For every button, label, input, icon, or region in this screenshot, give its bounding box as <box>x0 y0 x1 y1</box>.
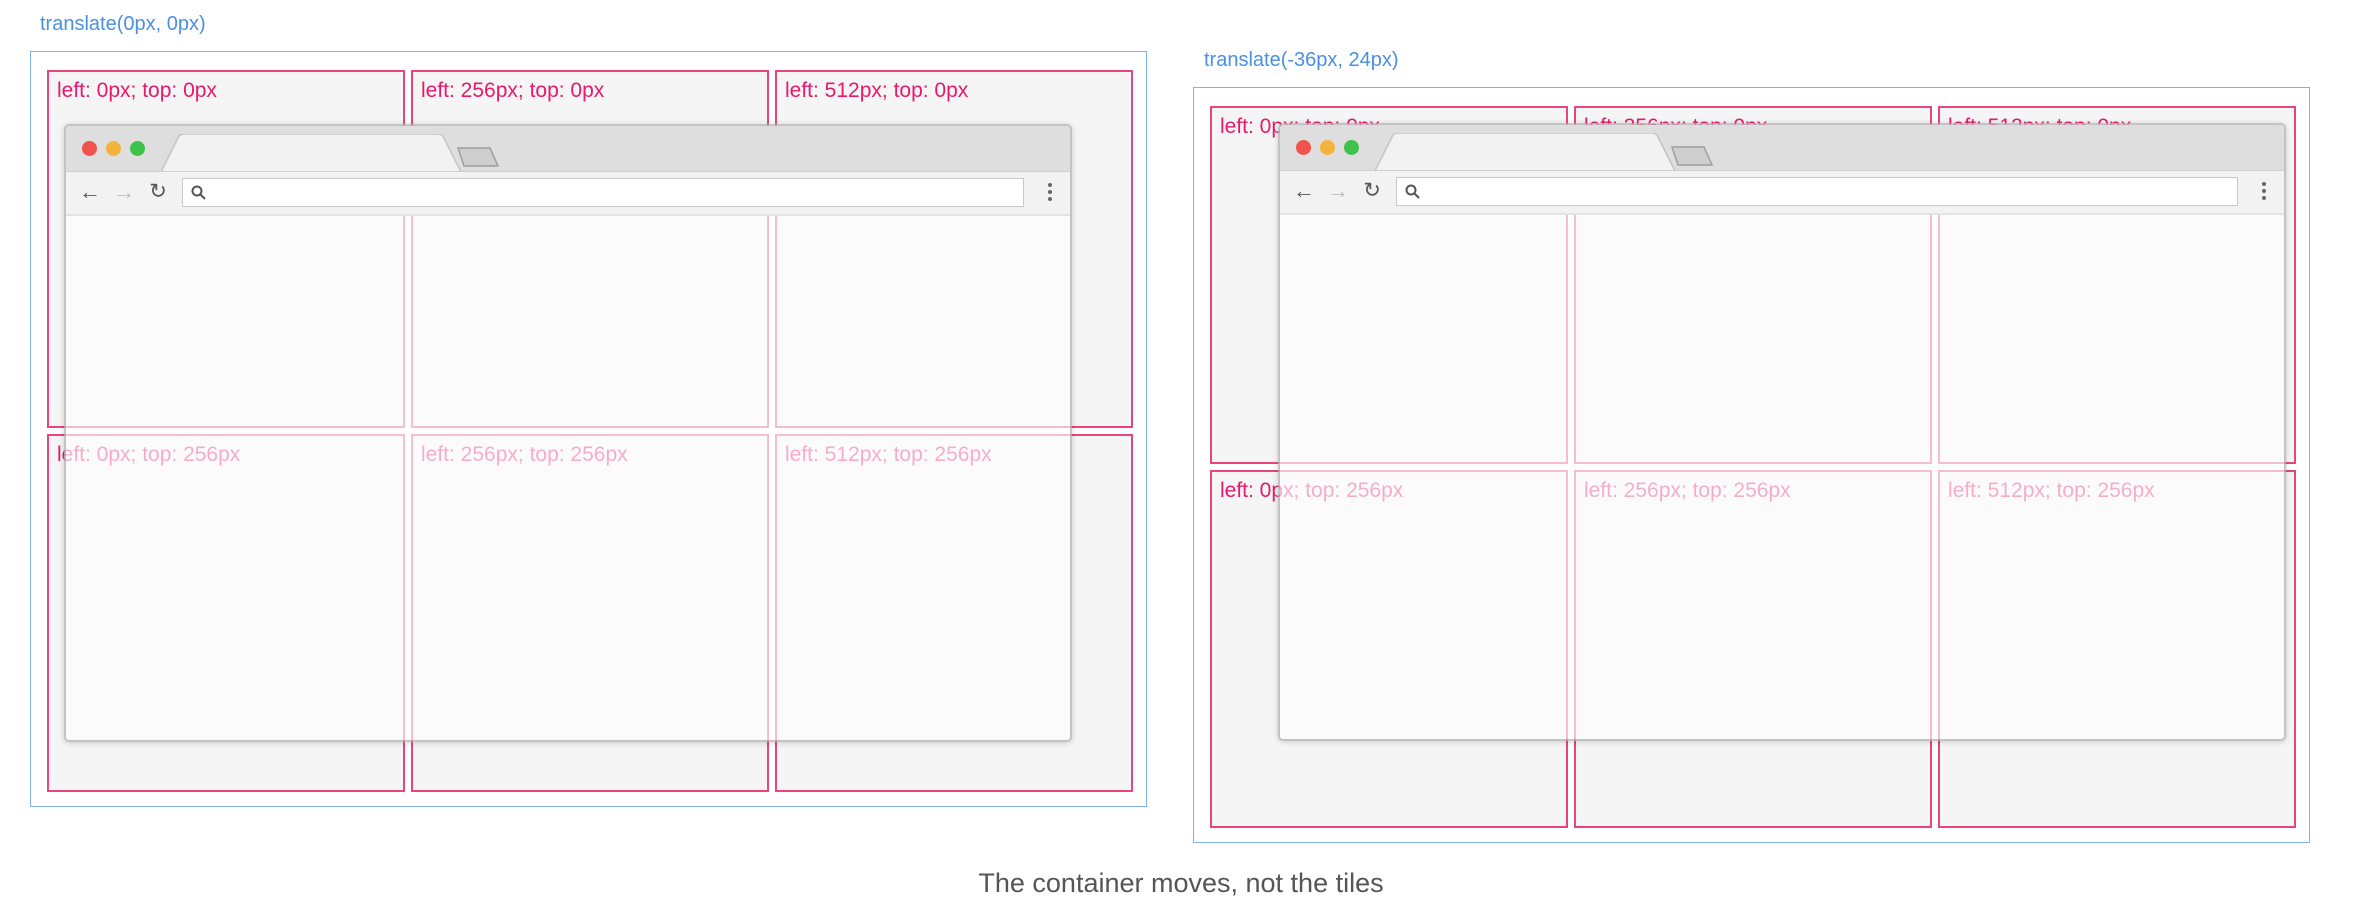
panel-label-2: translate(-36px, 24px) <box>1204 49 1399 71</box>
minimize-dot-icon <box>1320 140 1335 155</box>
search-icon <box>1405 184 1420 199</box>
tile: left: 0px; top: 256px <box>1210 470 1568 828</box>
new-tab-icon <box>1670 146 1714 166</box>
address-bar <box>182 178 1024 207</box>
tile-grid-1: left: 0px; top: 0px left: 256px; top: 0p… <box>47 70 1133 792</box>
new-tab-icon <box>456 147 500 167</box>
minimize-dot-icon <box>106 141 121 156</box>
figure-caption: The container moves, not the tiles <box>978 868 1384 898</box>
back-arrow-icon: ← <box>1293 178 1315 203</box>
browser-mockup-1: ← → ↻ <box>64 124 1072 742</box>
browser-toolbar: ← → ↻ <box>1280 171 2284 215</box>
close-dot-icon <box>82 141 97 156</box>
menu-icon <box>1048 183 1052 204</box>
browser-tab-icon <box>1375 133 1675 171</box>
tile: left: 512px; top: 256px <box>775 434 1133 792</box>
forward-arrow-icon: → <box>113 179 135 204</box>
tile: left: 512px; top: 256px <box>1938 470 2296 828</box>
container-2: left: 0px; top: 0px left: 256px; top: 0p… <box>1193 87 2310 843</box>
tile-label: left: 0px; top: 256px <box>57 443 241 466</box>
forward-arrow-icon: → <box>1327 178 1349 203</box>
tile: left: 256px; top: 256px <box>1574 470 1932 828</box>
back-arrow-icon: ← <box>79 179 101 204</box>
tile-label: left: 256px; top: 256px <box>1584 479 1791 502</box>
tile-label: left: 0px; top: 256px <box>1220 479 1404 502</box>
container-1: left: 0px; top: 0px left: 256px; top: 0p… <box>30 51 1147 807</box>
maximize-dot-icon <box>1344 140 1359 155</box>
browser-viewport <box>1280 213 2284 739</box>
tile-label: left: 512px; top: 256px <box>785 443 992 466</box>
tile-grid-2: left: 0px; top: 0px left: 256px; top: 0p… <box>1210 106 2296 828</box>
address-bar <box>1396 177 2238 206</box>
browser-toolbar: ← → ↻ <box>66 172 1070 216</box>
tile-label: left: 512px; top: 0px <box>785 79 969 102</box>
maximize-dot-icon <box>130 141 145 156</box>
tile: left: 256px; top: 256px <box>411 434 769 792</box>
tile-label: left: 256px; top: 0px <box>421 79 605 102</box>
reload-icon: ↻ <box>1363 179 1381 202</box>
browser-mockup-2: ← → ↻ <box>1278 123 2286 741</box>
tile-label: left: 256px; top: 256px <box>421 443 628 466</box>
browser-titlebar <box>1280 125 2284 171</box>
tile: left: 0px; top: 256px <box>47 434 405 792</box>
search-icon <box>191 185 206 200</box>
browser-titlebar <box>66 126 1070 172</box>
close-dot-icon <box>1296 140 1311 155</box>
menu-icon <box>2262 182 2266 203</box>
reload-icon: ↻ <box>149 180 167 203</box>
panel-label-1: translate(0px, 0px) <box>40 13 206 35</box>
browser-viewport <box>66 214 1070 740</box>
browser-tab-icon <box>161 134 461 172</box>
tile-label: left: 0px; top: 0px <box>57 79 217 102</box>
tile-label: left: 512px; top: 256px <box>1948 479 2155 502</box>
